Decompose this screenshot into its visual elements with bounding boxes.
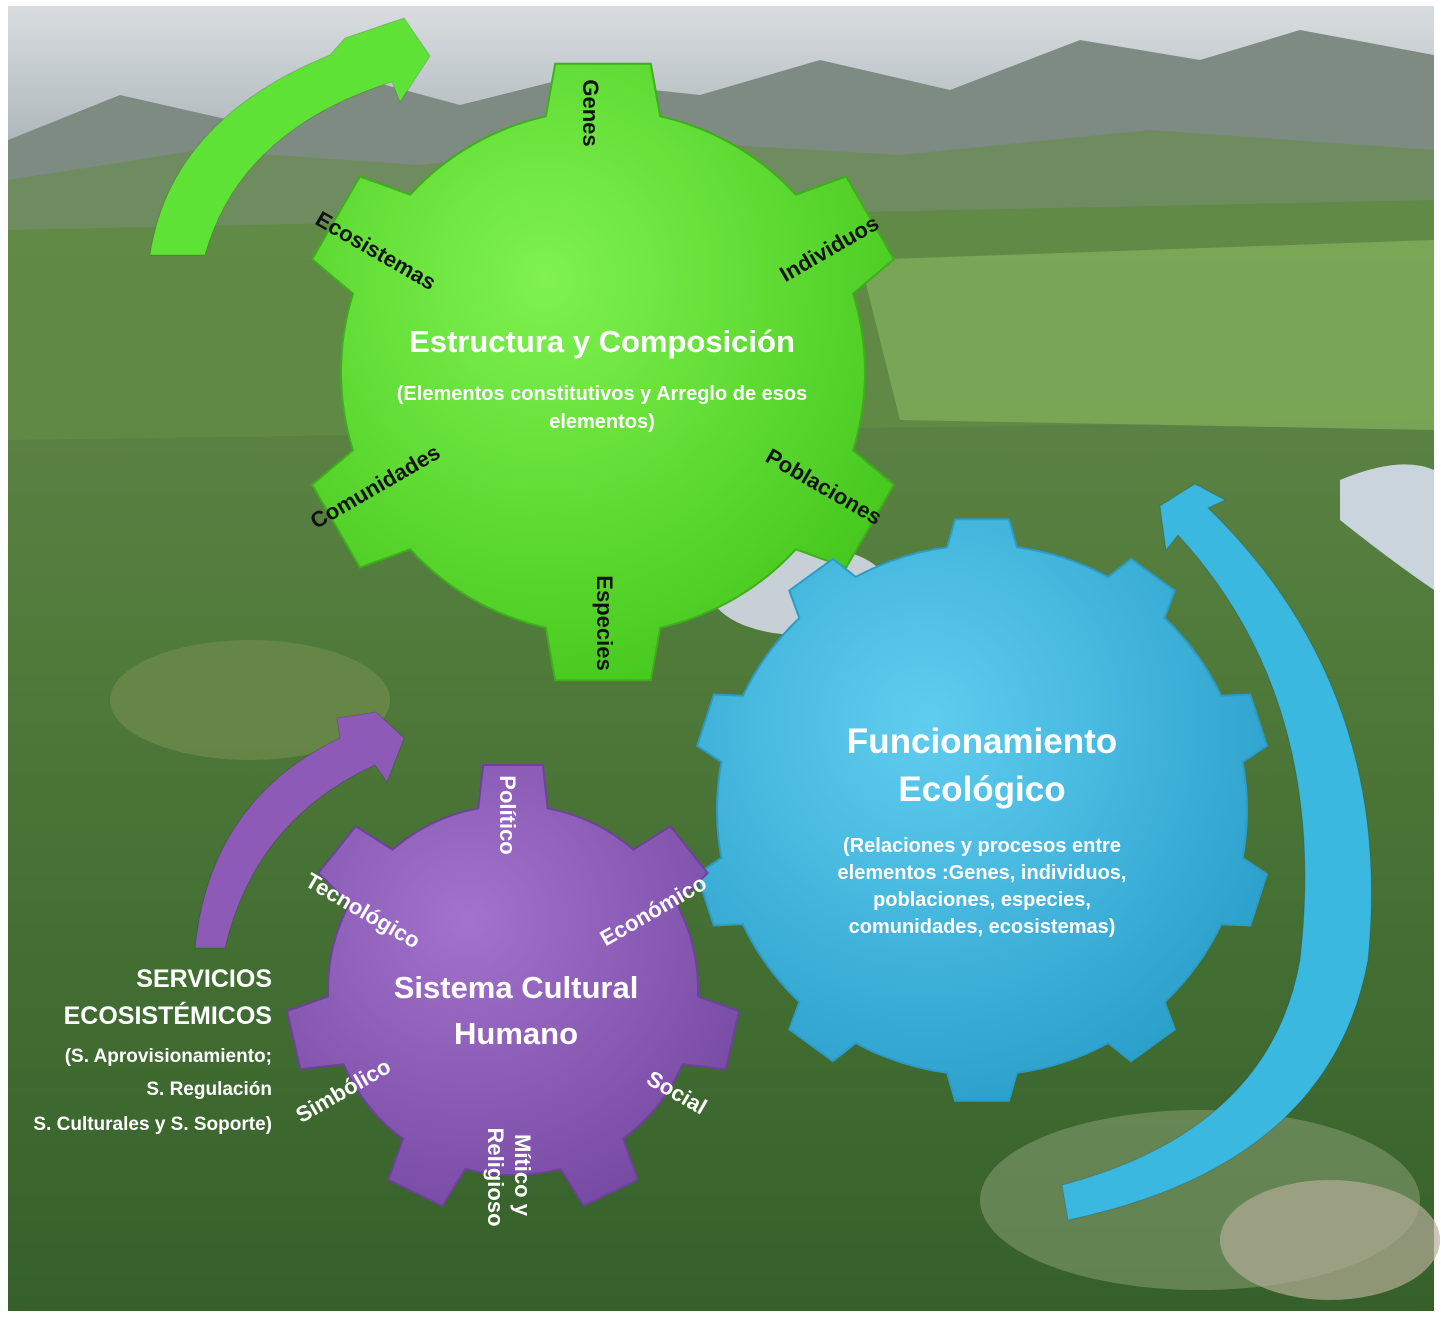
structure-subtitle-line1: (Elementos constitutivos y Arreglo de es…	[397, 383, 807, 405]
function-title-line2: Ecológico	[898, 770, 1065, 809]
services-line3: (S. Aprovisionamiento;	[65, 1046, 272, 1067]
function-title-line1: Funcionamiento	[847, 722, 1117, 761]
blue-arrow	[1061, 483, 1372, 1221]
function-subtitle-line2: elementos :Genes, individuos,	[838, 862, 1127, 884]
gear-function	[696, 518, 1268, 1102]
tooth-label-mitico: Mítico y	[510, 1134, 535, 1217]
structure-subtitle-line2: elementos)	[549, 411, 655, 433]
function-subtitle-line1: (Relaciones y procesos entre	[843, 835, 1121, 857]
gear-culture	[285, 764, 741, 1207]
arrows-layer	[149, 17, 1372, 1221]
tooth-label-genes: Genes	[578, 79, 603, 146]
tooth-label-religioso: Religioso	[483, 1127, 508, 1226]
function-subtitle-line4: comunidades, ecosistemas)	[849, 916, 1116, 938]
culture-title-line2: Humano	[454, 1016, 578, 1051]
structure-title: Estructura y Composición	[409, 324, 795, 359]
services-line1: SERVICIOS	[136, 965, 272, 993]
culture-title-line1: Sistema Cultural	[394, 970, 639, 1005]
tooth-label-politico: Político	[495, 775, 520, 854]
services-line5: S. Culturales y S. Soporte)	[33, 1114, 272, 1135]
purple-arrow	[194, 711, 405, 949]
function-subtitle-line3: poblaciones, especies,	[873, 889, 1091, 911]
tooth-label-especies: Especies	[592, 575, 617, 670]
services-line2: ECOSISTÉMICOS	[64, 1001, 272, 1030]
green-arrow	[149, 17, 431, 256]
gear-structure	[310, 62, 896, 682]
services-line4: S. Regulación	[146, 1079, 272, 1100]
